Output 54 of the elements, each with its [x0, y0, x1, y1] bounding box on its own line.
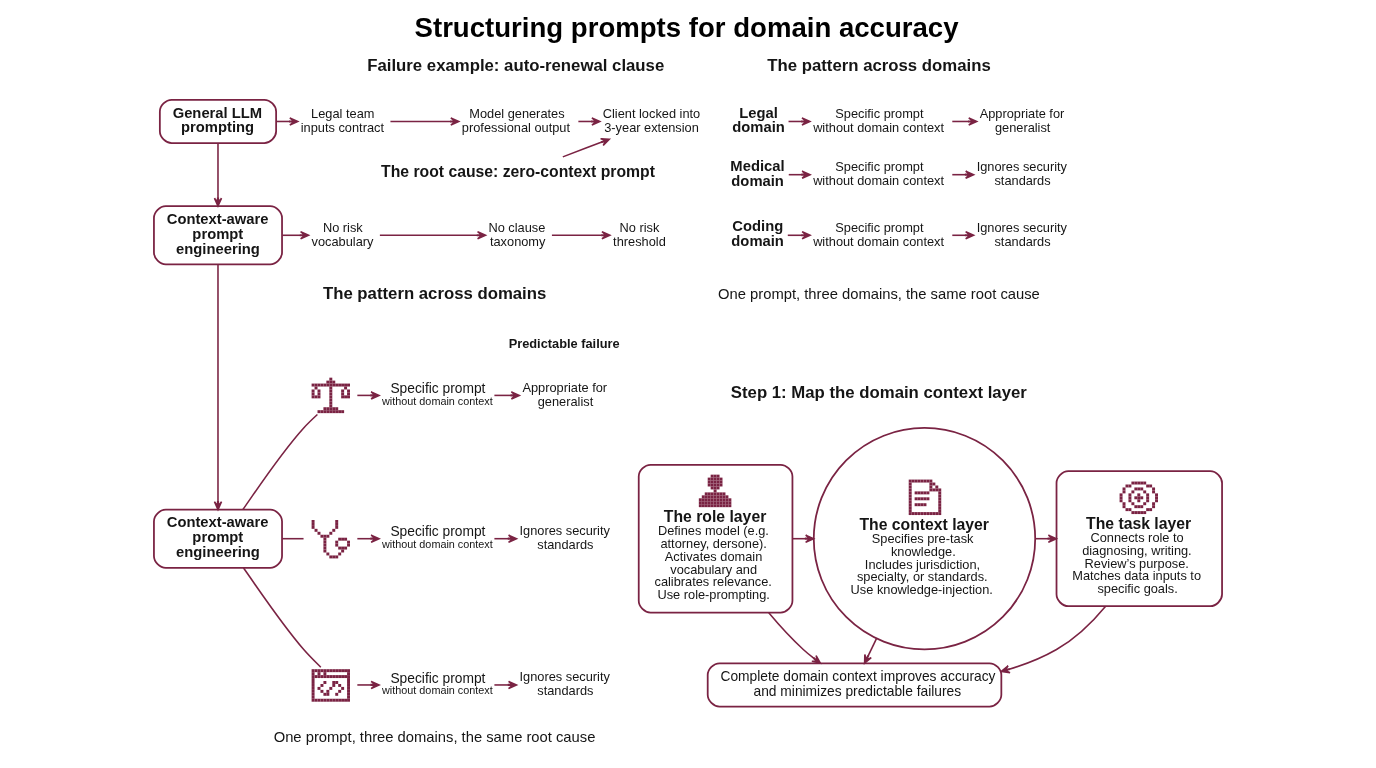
connector [242, 567, 322, 668]
node-box: The role layer Defines model (e.g. attorney, dersone). Activates domain vocabulary and calibrates relevance. Use role-prompting. [637, 463, 794, 614]
arrow [1000, 605, 1107, 674]
node-text: No clause taxonomy [488, 219, 546, 249]
node-text: Ignores security standards [519, 669, 610, 699]
arrow [379, 230, 487, 240]
label: The pattern across domains [322, 283, 547, 303]
node-text: Appropriate for generalist [979, 105, 1065, 135]
node-text: Specific prompt without domain context [382, 381, 493, 407]
arrow [389, 117, 460, 126]
node-box: Context-aware prompt engineering [153, 205, 283, 266]
arrow [767, 611, 822, 664]
label: Step 1: Map the domain context layer [730, 383, 1027, 403]
connector [242, 413, 319, 511]
node-text: Specific prompt without domain context [813, 105, 945, 135]
node-text: Ignores security standards [519, 523, 610, 552]
node-text: Ignores security standards [976, 219, 1068, 249]
node-text: No risk threshold [613, 219, 666, 249]
node-box: The task layer Connects role to diagnosing, writing. Review’s purpose. Matches data inputs to specific goals. [1055, 470, 1223, 608]
label: Failure example: auto-renewal clause [367, 56, 665, 76]
node-text: Coding domain [731, 218, 784, 250]
node-text: Specific prompt without domain context [813, 219, 945, 249]
node-text: Legal domain [732, 104, 785, 136]
node-text: Legal team inputs contract [300, 105, 384, 135]
arrow [551, 230, 611, 240]
arrow [787, 230, 811, 240]
node-text: Specific prompt without domain context [382, 670, 493, 697]
arrow [281, 230, 310, 240]
node-text: Client locked into 3-year extension [602, 105, 701, 135]
arrow [493, 680, 518, 690]
node-box: Context-aware prompt engineering [153, 508, 283, 569]
node-text: Specific prompt without domain context [382, 524, 493, 550]
arrow [562, 137, 611, 158]
arrow [213, 142, 223, 207]
arrow [951, 230, 975, 240]
node-text: Ignores security standards [976, 159, 1068, 188]
node-text: Appropriate for generalist [522, 379, 608, 409]
node-text: Model generates professional output [461, 105, 570, 135]
arrow [356, 680, 380, 690]
label: Predictable failure [508, 335, 620, 351]
arrow [863, 637, 878, 664]
connector [281, 537, 305, 540]
node-text: No risk vocabulary [311, 219, 374, 249]
node-box: General LLM prompting [158, 98, 277, 145]
label: The pattern across domains [767, 56, 991, 76]
label: One prompt, three domains, the same root cause [718, 286, 1040, 303]
node-box: Complete domain context improves accuracy and minimizes predictable failures [706, 662, 1003, 708]
arrow [213, 263, 223, 511]
node-text: Specific prompt without domain context [813, 159, 945, 188]
node-text: Medical domain [730, 157, 785, 189]
label: One prompt, three domains, the same root cause [273, 728, 596, 745]
node-circle: The context layer Specifies pre-task knowledge. Includes jurisdiction, specialty, or standards. Use knowledge-injection. [812, 427, 1037, 651]
node-text: The root cause: zero-context prompt [381, 163, 655, 181]
diagram-title: Structuring prompts for domain accuracy [414, 12, 959, 44]
